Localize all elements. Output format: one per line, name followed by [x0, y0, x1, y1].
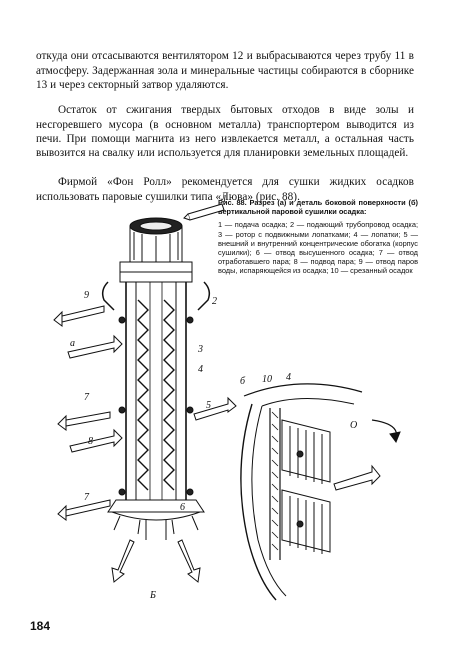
- label-num-9: 9: [84, 290, 89, 301]
- label-a: а: [70, 338, 75, 349]
- label-b: б: [240, 376, 246, 387]
- flow-arrows: [53, 203, 237, 583]
- dryer-section-drawing: [101, 217, 211, 540]
- label-num-6: 6: [180, 502, 185, 513]
- paragraph-1: откуда они отсасываются вентилятором 12 …: [36, 50, 414, 91]
- label-B-a: Б: [149, 590, 156, 601]
- figure-caption: Рис. 88. Разрез (а) и деталь боковой пов…: [218, 198, 418, 276]
- label-num-4b: 4: [286, 372, 291, 383]
- paragraph-2: Остаток от сжигания твердых бытовых отхо…: [36, 104, 414, 160]
- label-num-4: 4: [198, 364, 203, 375]
- caption-title: Рис. 88. Разрез (а) и деталь боковой пов…: [218, 198, 418, 217]
- dryer-detail-drawing: [240, 383, 401, 601]
- label-num-2: 2: [212, 296, 217, 307]
- caption-legend: 1 — подача осадка; 2 — подающий трубопро…: [218, 220, 418, 276]
- label-num-3: 3: [197, 344, 203, 355]
- label-num-7b: 7: [84, 492, 90, 503]
- label-num-7: 7: [84, 392, 90, 403]
- label-num-1: 1: [222, 194, 227, 205]
- label-num-5: 5: [206, 400, 211, 411]
- paragraph-3: Фирмой «Фон Ролл» рекомендуется для сушк…: [36, 176, 414, 203]
- label-num-8: 8: [88, 436, 93, 447]
- label-O: О: [350, 420, 357, 431]
- label-num-10: 10: [262, 374, 272, 385]
- page-number: 184: [30, 619, 51, 633]
